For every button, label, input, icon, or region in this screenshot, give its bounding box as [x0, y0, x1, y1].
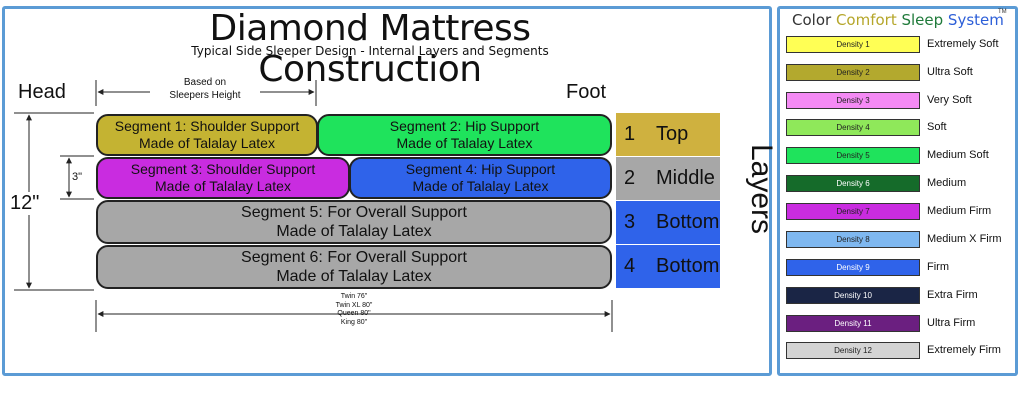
layer-1: 1 Top — [616, 113, 720, 156]
layer-3-name: Bottom — [656, 211, 720, 233]
legend-label: Soft — [927, 121, 947, 133]
segment-4-line-1: Segment 4: Hip Support — [405, 161, 556, 177]
based-on-label: Based on Sleepers Height — [150, 76, 260, 102]
segment-4-line-2: Made of Talalay Latex — [412, 178, 549, 194]
legend-swatch: Density 10 — [786, 287, 920, 304]
legend-title: Color Comfort Sleep System — [792, 11, 1004, 29]
height-3-label: 3" — [72, 171, 83, 183]
legend-swatch: Density 7 — [786, 203, 920, 220]
segment-5-line-2: Made of Talalay Latex — [276, 223, 432, 240]
legend-item: Density 6 Medium — [786, 175, 1016, 193]
layers-vertical-label: Layers — [745, 143, 778, 235]
legend-item: Density 5 Medium Soft — [786, 147, 1016, 165]
legend-item: Density 4 Soft — [786, 119, 1016, 137]
head-label: Head — [18, 81, 66, 103]
legend-swatch: Density 11 — [786, 315, 920, 332]
layer-4-number: 4 — [624, 255, 636, 277]
diagram-title: Diamond Mattress Construction — [209, 8, 531, 90]
size-twin-xl: Twin XL 80" — [335, 301, 373, 309]
legend-swatch: Density 4 — [786, 119, 920, 136]
layer-2: 2 Middle — [616, 157, 720, 200]
segment-6: Segment 6: For Overall Support Made of T… — [96, 245, 612, 289]
legend-swatch: Density 12 — [786, 342, 920, 359]
legend-item: Density 9 Firm — [786, 259, 1016, 277]
legend-label: Very Soft — [927, 94, 972, 106]
segment-4: Segment 4: Hip Support Made of Talalay L… — [349, 157, 612, 199]
layer-4: 4 Bottom — [616, 245, 720, 288]
legend-title-part-1: Color — [792, 11, 836, 29]
segment-6-line-1: Segment 6: For Overall Support — [241, 249, 467, 266]
layer-3: 3 Bottom — [616, 201, 720, 244]
layer-2-number: 2 — [624, 167, 636, 189]
sizes-label: Twin 76" Twin XL 80" Queen 80" King 80" — [304, 293, 404, 327]
legend-item: Density 10 Extra Firm — [786, 287, 1016, 305]
legend-swatch: Density 2 — [786, 64, 920, 81]
legend-label: Medium Soft — [927, 149, 989, 161]
legend-title-part-2: Comfort — [835, 11, 902, 29]
legend-item: Density 3 Very Soft — [786, 92, 1016, 110]
legend-item: Density 7 Medium Firm — [786, 203, 1016, 221]
segment-1: Segment 1: Shoulder Support Made of Tala… — [96, 114, 318, 156]
size-twin: Twin 76" — [340, 293, 368, 300]
segment-2-line-1: Segment 2: Hip Support — [389, 118, 540, 134]
legend-label: Medium Firm — [927, 205, 992, 217]
foot-label: Foot — [566, 81, 607, 103]
segment-3-line-2: Made of Talalay Latex — [155, 178, 291, 194]
legend-trademark: TM — [998, 9, 1007, 15]
layer-4-name: Bottom — [656, 255, 720, 277]
legend-label: Ultra Firm — [927, 317, 976, 329]
segment-3: Segment 3: Shoulder Support Made of Tala… — [96, 157, 350, 199]
segment-3-line-1: Segment 3: Shoulder Support — [130, 161, 316, 177]
legend-label: Extremely Firm — [927, 344, 1001, 356]
legend-swatch: Density 6 — [786, 175, 920, 192]
diagram-subtitle: Typical Side Sleeper Design - Internal L… — [191, 44, 549, 58]
segment-2: Segment 2: Hip Support Made of Talalay L… — [317, 114, 612, 156]
segment-2-line-2: Made of Talalay Latex — [396, 135, 533, 151]
layer-2-name: Middle — [656, 167, 715, 189]
layer-1-number: 1 — [624, 123, 636, 145]
size-king: King 80" — [340, 318, 368, 326]
legend-title-part-4: System — [947, 11, 1004, 29]
legend-label: Extremely Soft — [927, 38, 999, 50]
legend-swatch: Density 9 — [786, 259, 920, 276]
based-on-line-1: Based on — [183, 77, 227, 88]
legend-item: Density 12 Extremely Firm — [786, 342, 1016, 360]
legend-item: Density 11 Ultra Firm — [786, 315, 1016, 333]
legend-label: Extra Firm — [927, 289, 978, 301]
segment-1-line-2: Made of Talalay Latex — [139, 135, 275, 151]
segment-5-line-1: Segment 5: For Overall Support — [241, 204, 467, 221]
segment-6-line-2: Made of Talalay Latex — [276, 268, 432, 285]
legend-item: Density 1 Extremely Soft — [786, 36, 1016, 54]
legend-swatch: Density 1 — [786, 36, 920, 53]
layer-3-number: 3 — [624, 211, 636, 233]
height-12-label: 12" — [10, 192, 40, 215]
legend-item: Density 2 Ultra Soft — [786, 64, 1016, 82]
legend-label: Medium — [927, 177, 967, 189]
legend-label: Firm — [927, 261, 949, 273]
legend-swatch: Density 8 — [786, 231, 920, 248]
segment-1-line-1: Segment 1: Shoulder Support — [114, 118, 300, 134]
legend-swatch: Density 5 — [786, 147, 920, 164]
size-queen: Queen 80" — [337, 310, 371, 317]
layer-1-name: Top — [656, 123, 689, 145]
segment-5: Segment 5: For Overall Support Made of T… — [96, 200, 612, 244]
legend-title-part-3: Sleep — [901, 11, 948, 29]
legend-item: Density 8 Medium X Firm — [786, 231, 1016, 249]
legend-label: Medium X Firm — [927, 233, 1002, 245]
legend-label: Ultra Soft — [927, 66, 973, 78]
legend-swatch: Density 3 — [786, 92, 920, 109]
based-on-line-2: Sleepers Height — [169, 90, 241, 101]
